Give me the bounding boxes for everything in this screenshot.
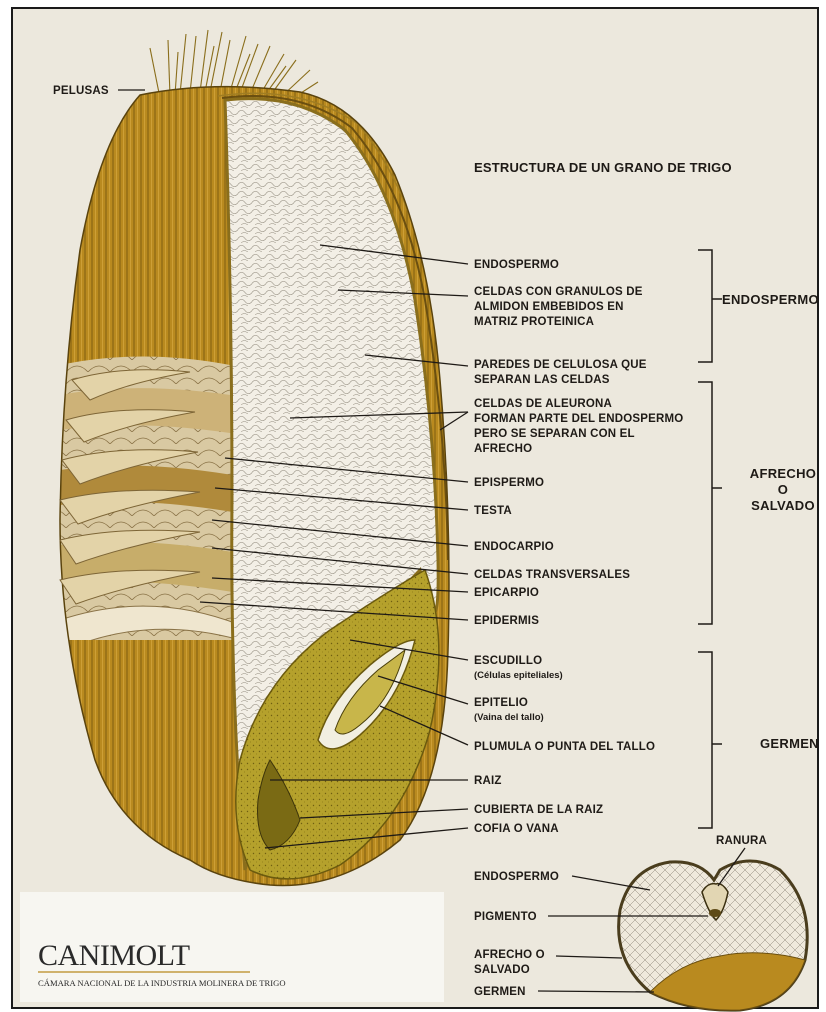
label-celdas-transversales: CELDAS TRANSVERSALES — [474, 569, 630, 581]
label-epitelio-sub: (Vaina del tallo) — [474, 712, 544, 723]
label-pelusas: PELUSAS — [53, 85, 109, 97]
svg-text:MATRIZ PROTEINICA: MATRIZ PROTEINICA — [474, 316, 594, 328]
cross-section — [619, 861, 808, 1010]
label-testa: TESTA — [474, 505, 512, 517]
svg-text:AFRECHO O: AFRECHO O — [474, 949, 545, 961]
label-epidermis: EPIDERMIS — [474, 615, 539, 627]
xs-label-ranura: RANURA — [716, 835, 767, 847]
label-endospermo: ENDOSPERMO — [474, 259, 559, 271]
label-escudillo: ESCUDILLO — [474, 655, 542, 667]
svg-text:AFRECHO: AFRECHO — [474, 443, 532, 455]
svg-text:AFRECHO: AFRECHO — [750, 466, 816, 481]
label-cofia: COFIA O VANA — [474, 823, 559, 835]
label-epitelio: EPITELIO — [474, 697, 528, 709]
label-endocarpio: ENDOCARPIO — [474, 541, 554, 553]
svg-text:PERO SE SEPARAN CON EL: PERO SE SEPARAN CON EL — [474, 428, 635, 440]
label-epicarpio: EPICARPIO — [474, 587, 539, 599]
svg-text:SEPARAN LAS CELDAS: SEPARAN LAS CELDAS — [474, 374, 610, 386]
label-plumula: PLUMULA O PUNTA DEL TALLO — [474, 741, 655, 753]
label-epispermo: EPISPERMO — [474, 477, 544, 489]
xs-label-pigmento: PIGMENTO — [474, 911, 537, 923]
svg-text:CELDAS CON GRANULOS DE: CELDAS CON GRANULOS DE — [474, 286, 643, 298]
xs-label-germen: GERMEN — [474, 986, 526, 998]
xs-label-endospermo: ENDOSPERMO — [474, 871, 559, 883]
svg-text:SALVADO: SALVADO — [751, 498, 815, 513]
group-germen: GERMEN — [760, 736, 819, 751]
diagram-title: ESTRUCTURA DE UN GRANO DE TRIGO — [474, 160, 732, 175]
label-raiz: RAIZ — [474, 775, 502, 787]
svg-text:FORMAN PARTE DEL ENDOSPERMO: FORMAN PARTE DEL ENDOSPERMO — [474, 413, 683, 425]
svg-text:PAREDES DE CELULOSA QUE: PAREDES DE CELULOSA QUE — [474, 359, 647, 371]
svg-text:CELDAS DE ALEURONA: CELDAS DE ALEURONA — [474, 398, 612, 410]
logo-subtitle: CÁMARA NACIONAL DE LA INDUSTRIA MOLINERA… — [38, 978, 286, 988]
group-endospermo: ENDOSPERMO — [722, 292, 819, 307]
label-escudillo-sub: (Células epiteliales) — [474, 670, 563, 681]
cross-section-pigmento — [709, 909, 721, 917]
svg-text:O: O — [778, 482, 788, 497]
svg-text:ALMIDON EMBEBIDOS EN: ALMIDON EMBEBIDOS EN — [474, 301, 624, 313]
logo-name: CANIMOLT — [38, 939, 190, 972]
svg-text:SALVADO: SALVADO — [474, 964, 530, 976]
label-cubierta-raiz: CUBIERTA DE LA RAIZ — [474, 804, 603, 816]
